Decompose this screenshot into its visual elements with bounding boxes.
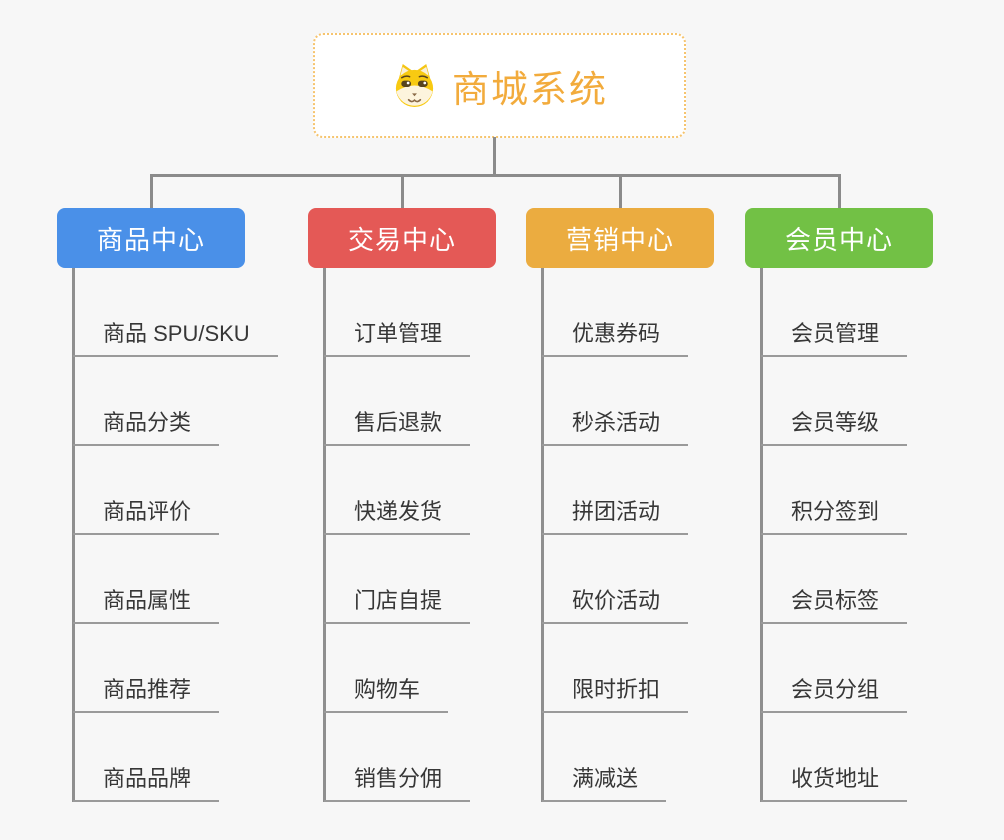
child-node[interactable]: 商品推荐 <box>73 675 220 713</box>
branch-trunk-line <box>541 268 544 802</box>
child-node[interactable]: 积分签到 <box>761 497 908 535</box>
child-node[interactable]: 会员等级 <box>761 408 908 446</box>
branch-children-trade: 订单管理 售后退款 快递发货 门店自提 购物车 销售分佣 <box>323 268 554 802</box>
child-node[interactable]: 优惠券码 <box>542 319 689 357</box>
child-node[interactable]: 砍价活动 <box>542 586 689 624</box>
root-title: 商城系统 <box>452 68 608 110</box>
connector-horizontal-line <box>149 174 841 177</box>
child-node[interactable]: 售后退款 <box>324 408 471 446</box>
child-node[interactable]: 会员分组 <box>761 675 908 713</box>
child-node[interactable]: 门店自提 <box>324 586 471 624</box>
child-node[interactable]: 销售分佣 <box>324 764 471 802</box>
child-node[interactable]: 会员管理 <box>761 319 908 357</box>
branch-trunk-line <box>72 268 75 802</box>
child-node[interactable]: 满减送 <box>542 764 667 802</box>
branch-children-member: 会员管理 会员等级 积分签到 会员标签 会员分组 收货地址 <box>760 268 991 802</box>
child-node[interactable]: 拼团活动 <box>542 497 689 535</box>
connector-root-stub <box>492 137 496 175</box>
child-node[interactable]: 商品分类 <box>73 408 220 446</box>
branch-node-product-center[interactable]: 商品中心 <box>57 208 245 268</box>
child-node[interactable]: 购物车 <box>324 675 449 713</box>
child-node[interactable]: 商品 SPU/SKU <box>73 319 278 357</box>
branch-children-marketing: 优惠券码 秒杀活动 拼团活动 砍价活动 限时折扣 满减送 <box>541 268 772 802</box>
branch-node-marketing-center[interactable]: 营销中心 <box>526 208 714 268</box>
child-node[interactable]: 商品属性 <box>73 586 220 624</box>
branch-trunk-line <box>760 268 763 802</box>
child-node[interactable]: 快递发货 <box>324 497 471 535</box>
child-node[interactable]: 商品品牌 <box>73 764 220 802</box>
branch-children-product: 商品 SPU/SKU 商品分类 商品评价 商品属性 商品推荐 商品品牌 <box>72 268 303 802</box>
shiba-dog-icon <box>395 63 434 108</box>
child-node[interactable]: 商品评价 <box>73 497 220 535</box>
branch-trunk-line <box>323 268 326 802</box>
connector-drop-trade <box>400 174 404 209</box>
connector-drop-product <box>149 174 153 209</box>
branch-node-trade-center[interactable]: 交易中心 <box>308 208 496 268</box>
child-node[interactable]: 收货地址 <box>761 764 908 802</box>
connector-drop-member <box>837 174 841 209</box>
root-node-mall-system[interactable]: 商城系统 <box>313 33 686 138</box>
connector-drop-marketing <box>618 174 622 209</box>
child-node[interactable]: 订单管理 <box>324 319 471 357</box>
child-node[interactable]: 限时折扣 <box>542 675 689 713</box>
child-node[interactable]: 会员标签 <box>761 586 908 624</box>
child-node[interactable]: 秒杀活动 <box>542 408 689 446</box>
branch-node-member-center[interactable]: 会员中心 <box>745 208 933 268</box>
